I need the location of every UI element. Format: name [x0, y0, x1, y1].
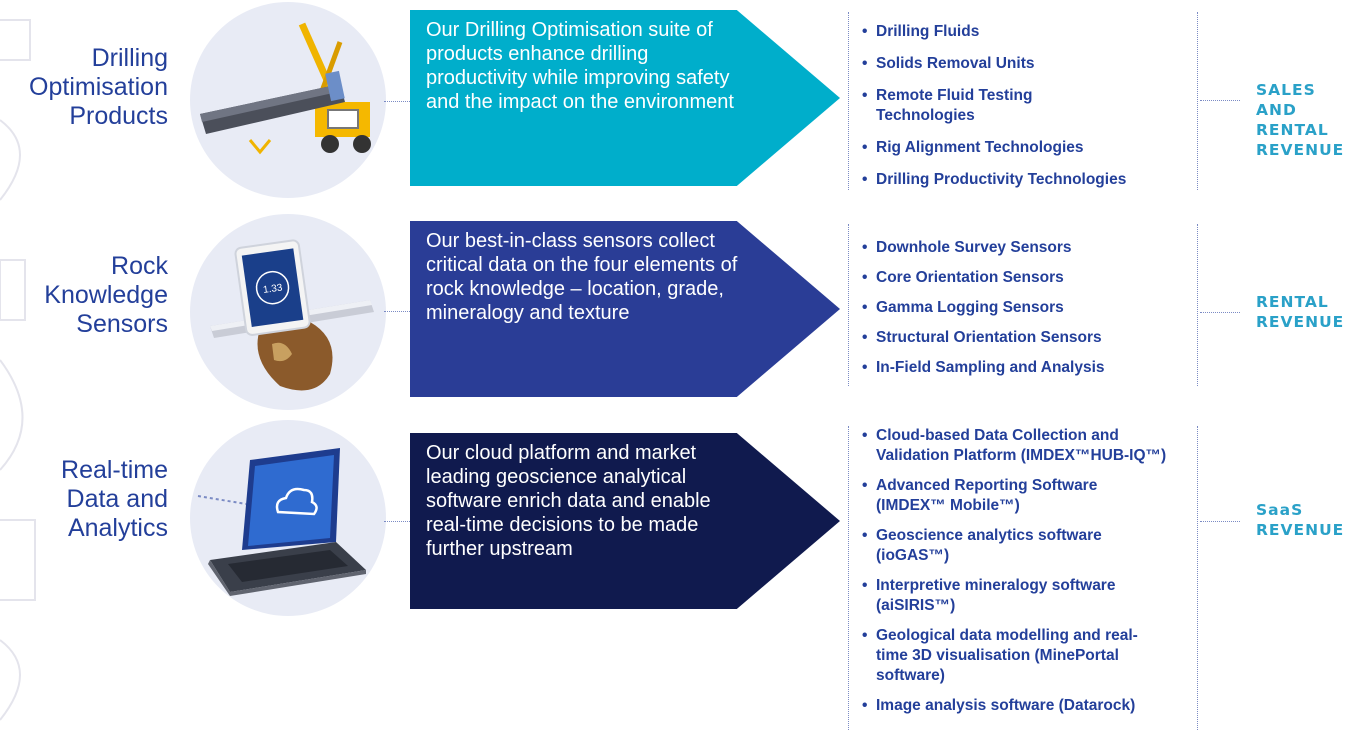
drill-rig-icon — [200, 22, 371, 155]
connector-line — [384, 101, 410, 102]
bracket-line — [848, 224, 849, 386]
description-text: Our cloud platform and market leading ge… — [426, 442, 711, 560]
product-list-analytics: Cloud-based Data Collection and Validati… — [862, 426, 1187, 716]
list-item: Advanced Reporting Software (IMDEX™ Mobi… — [862, 476, 1116, 516]
description-arrow-sensors: Our best-in-class sensors collect critic… — [410, 221, 840, 397]
tablet-value: 1.33 — [262, 282, 283, 296]
connector-line — [1200, 312, 1240, 313]
connector-line — [384, 521, 410, 522]
bracket-line — [1197, 426, 1198, 730]
product-list-drilling: Drilling Fluids Solids Removal Units Rem… — [862, 22, 1162, 190]
list-item: Structural Orientation Sensors — [862, 328, 1162, 348]
list-item: Remote Fluid Testing Technologies — [862, 86, 1061, 126]
list-item: Image analysis software (Datarock) — [862, 696, 1187, 716]
description-text: Our Drilling Optimisation suite of produ… — [426, 19, 734, 113]
row-title-real-time-data: Real-time Data and Analytics — [61, 456, 168, 542]
connector-line — [384, 311, 410, 312]
bracket-line — [848, 12, 849, 190]
description-arrow-analytics: Our cloud platform and market leading ge… — [410, 433, 840, 609]
list-item: Geoscience analytics software (ioGAS™) — [862, 526, 1136, 566]
drill-rig-illustration — [190, 2, 386, 198]
revenue-label-sales-rental: SALES AND RENTAL REVENUE — [1256, 81, 1345, 159]
list-item: Rig Alignment Technologies — [862, 138, 1162, 158]
row-title-drilling-optimisation: Drilling Optimisation Products — [29, 44, 168, 130]
row-title-rock-knowledge: Rock Knowledge Sensors — [44, 252, 168, 338]
list-item: Core Orientation Sensors — [862, 268, 1162, 288]
list-item: Cloud-based Data Collection and Validati… — [862, 426, 1187, 466]
bracket-line — [848, 426, 849, 730]
product-list-sensors: Downhole Survey Sensors Core Orientation… — [862, 238, 1162, 378]
list-item: Drilling Productivity Technologies — [862, 170, 1162, 190]
revenue-label-saas: SaaS REVENUE — [1256, 501, 1345, 539]
list-item: In-Field Sampling and Analysis — [862, 358, 1162, 378]
laptop-illustration — [190, 420, 386, 616]
list-item: Drilling Fluids — [862, 22, 1162, 42]
list-item: Downhole Survey Sensors — [862, 238, 1162, 258]
connector-line — [1200, 521, 1240, 522]
bracket-line — [1197, 12, 1198, 190]
bracket-line — [1197, 224, 1198, 386]
revenue-label-rental: RENTAL REVENUE — [1256, 293, 1345, 331]
list-item: Interpretive mineralogy software (aiSIRI… — [862, 576, 1136, 616]
description-text: Our best-in-class sensors collect critic… — [426, 230, 738, 324]
connector-line — [1200, 100, 1240, 101]
description-arrow-drilling: Our Drilling Optimisation suite of produ… — [410, 10, 840, 186]
sensor-illustration: 1.33 — [190, 214, 386, 410]
list-item: Gamma Logging Sensors — [862, 298, 1162, 318]
sensor-tablet-icon: 1.33 — [210, 239, 374, 391]
list-item: Solids Removal Units — [862, 54, 1162, 74]
laptop-cloud-icon — [197, 448, 366, 596]
list-item: Geological data modelling and real-time … — [862, 626, 1151, 686]
background-decoration — [0, 19, 36, 721]
